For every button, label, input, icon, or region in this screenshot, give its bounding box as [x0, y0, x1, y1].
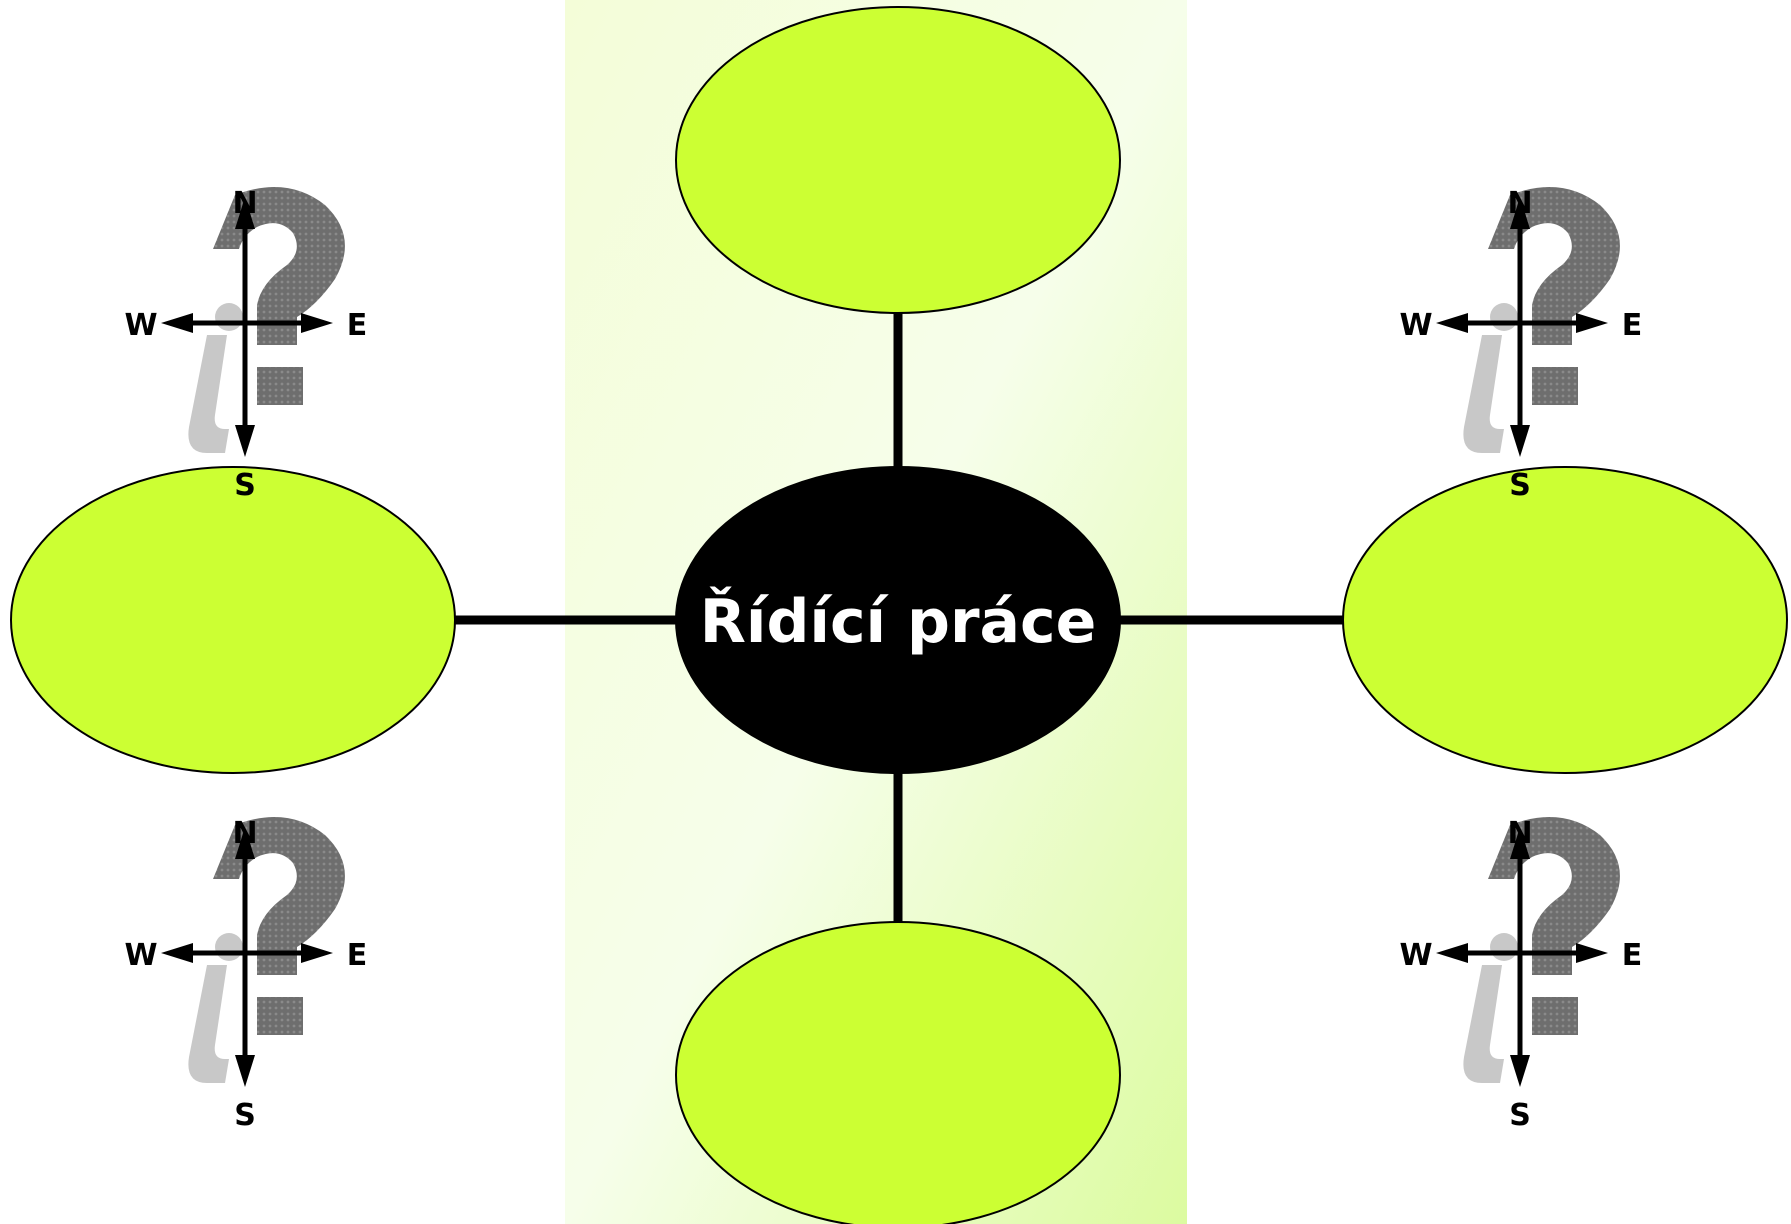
- node-left: [10, 466, 456, 774]
- compass-n-label: N: [232, 186, 257, 221]
- compass-w-label: W: [1399, 938, 1432, 973]
- compass-n-label: N: [1507, 816, 1532, 851]
- compass-s-label: S: [234, 1098, 256, 1133]
- compass-w-label: W: [1399, 308, 1432, 343]
- node-top: [675, 6, 1121, 314]
- connectors: [450, 310, 1345, 925]
- compass-e-label: E: [1622, 938, 1643, 973]
- node-bottom: [675, 921, 1121, 1224]
- compass-question-icon: N S W E: [124, 186, 367, 503]
- node-center: [675, 466, 1121, 774]
- compass-e-label: E: [1622, 308, 1643, 343]
- compass-n-label: N: [1507, 186, 1532, 221]
- compass-s-label: S: [234, 468, 256, 503]
- compass-question-icon: N S W E: [1399, 816, 1642, 1133]
- compass-e-label: E: [347, 938, 368, 973]
- compass-w-label: W: [124, 308, 157, 343]
- compass-n-label: N: [232, 816, 257, 851]
- center-label: Řídící práce: [700, 585, 1097, 657]
- compass-e-label: E: [347, 308, 368, 343]
- compass-question-icon: N S W E: [1399, 186, 1642, 503]
- node-right: [1342, 466, 1788, 774]
- compass-s-label: S: [1509, 468, 1531, 503]
- compass-w-label: W: [124, 938, 157, 973]
- compass-question-icon: N S W E: [124, 816, 367, 1133]
- compass-s-label: S: [1509, 1098, 1531, 1133]
